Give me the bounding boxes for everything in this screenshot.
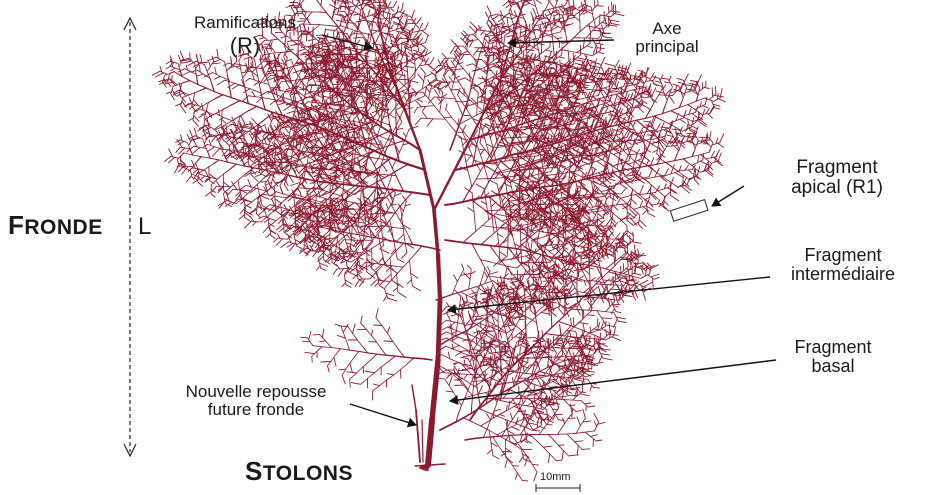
- label-fragment-intermediaire: Fragment intermédiaire: [768, 246, 918, 284]
- label-fragment-apical: Fragment apical (R1): [752, 158, 922, 198]
- label-ramifications: Ramifications (R): [160, 14, 330, 57]
- arrow-apical: [712, 186, 744, 206]
- scale-label: 10mm: [540, 472, 571, 484]
- label-fronde: FRONDE: [8, 212, 103, 239]
- label-stolons: STOLONS: [245, 458, 353, 485]
- apical-fragment-box: [670, 200, 708, 222]
- label-fragment-basal: Fragment basal: [768, 338, 898, 376]
- label-length-l: L: [138, 214, 151, 239]
- label-axe-principal: Axe principal: [612, 20, 722, 56]
- scale-bar: [536, 484, 580, 492]
- label-nouvelle-repousse: Nouvelle repousse future fronde: [146, 383, 366, 419]
- frond-length-indicator: [124, 18, 136, 456]
